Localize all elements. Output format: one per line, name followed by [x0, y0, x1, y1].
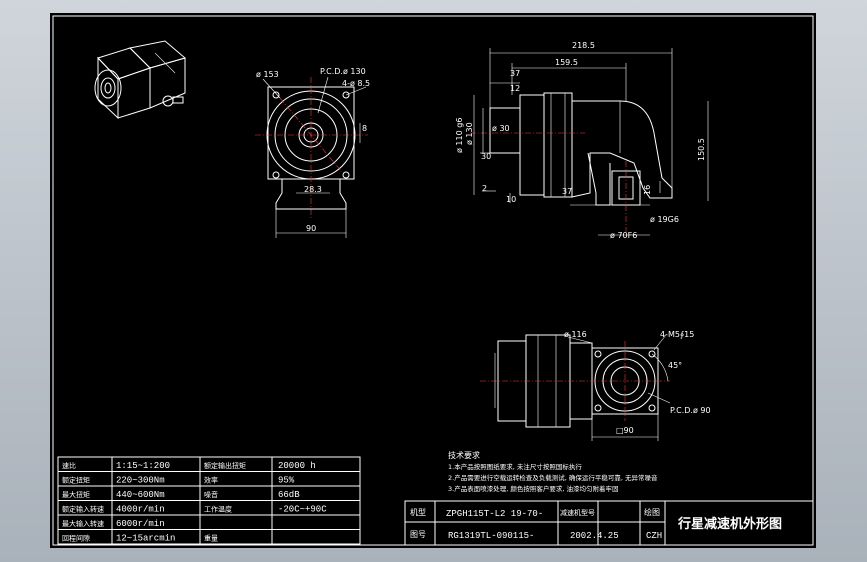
side-body-length-label: 159.5 — [555, 58, 578, 67]
drawing-canvas: ø 153 P.C.D.ø 130 4-ø 8.5 28.3 90 8 — [52, 15, 814, 546]
bottom-holes-label: 4-M5∮15 — [660, 330, 694, 339]
spec-cell: -20C~+90C — [278, 505, 327, 515]
tb-date: 2002.4.25 — [570, 531, 619, 541]
spec-cell: 95% — [278, 476, 295, 486]
spec-cell: 66dB — [278, 490, 300, 500]
spec-cell: 1:15~1:200 — [116, 461, 170, 471]
notes-line: 2.产品需要进行空载运转检查及负载测试, 确保运行平稳可靠, 无异常噪音 — [448, 473, 658, 482]
spec-cell: 6000r/min — [116, 519, 165, 529]
tb-type-label: 减速机型号 — [560, 508, 595, 517]
technical-notes: 技术要求 1.本产品按照图纸要求, 未注尺寸按照国标执行 2.产品需要进行空载运… — [448, 450, 658, 493]
tb-model-label: 机型 — [410, 507, 426, 517]
spec-cell: 4000r/min — [116, 505, 165, 515]
side-bore-label: ø 19G6 — [650, 215, 679, 224]
spec-cell: 重量 — [204, 535, 218, 543]
side-h16-label: 16 — [643, 185, 652, 195]
side-dia-a-label: ø 110 g6 — [455, 118, 464, 153]
side-flange-thk-label: 12 — [510, 84, 520, 93]
spec-cell: 额定扭矩 — [62, 476, 90, 485]
bottom-pcd-label: P.C.D.ø 90 — [670, 406, 711, 415]
tb-model-value: ZPGH115T-L2 19-70- — [446, 509, 543, 519]
tb-drawer: CZH — [646, 531, 662, 541]
side-height-label: 150.5 — [697, 138, 706, 161]
tb-drawing-title: 行星减速机外形图 — [677, 516, 782, 532]
side-dia-c-label: ø 30 — [492, 124, 510, 133]
notes-line: 3.产品表面喷漆处理, 颜色按照客户要求, 油漆均匀附着牢固 — [448, 484, 618, 493]
spec-cell: 220~300Nm — [116, 476, 165, 486]
spec-cell: 额定输入转速 — [62, 505, 104, 514]
side-gap-2-label: 2 — [482, 184, 487, 193]
side-overall-length-label: 218.5 — [572, 41, 595, 50]
notes-title: 技术要求 — [448, 450, 480, 460]
spec-cell: 噪音 — [204, 490, 218, 499]
bottom-angle-label: 45° — [668, 361, 682, 370]
front-holes-label: 4-ø 8.5 — [342, 79, 370, 88]
drawing-sheet: ø 153 P.C.D.ø 130 4-ø 8.5 28.3 90 8 — [50, 13, 816, 548]
front-foot-width-label: 90 — [306, 224, 316, 233]
spec-cell: 最大扭矩 — [62, 490, 90, 499]
front-pcd-label: P.C.D.ø 130 — [320, 67, 366, 76]
spec-cell: 回程间隙 — [62, 534, 90, 543]
side-shaft-length2-label: 30 — [481, 152, 491, 161]
bottom-view: ø 116 4-M5∮15 45° P.C.D.ø 90 □90 — [480, 330, 711, 441]
bottom-flange-dia-label: ø 116 — [564, 330, 587, 339]
side-dia-b-label: ø 130 — [465, 122, 474, 145]
spec-cell: 效率 — [204, 476, 218, 485]
tb-drawing-no-label: 图号 — [410, 530, 426, 539]
side-view: 218.5 159.5 37 12 ø 110 g6 ø 130 ø 30 30… — [455, 41, 709, 240]
tb-draw-label: 绘图 — [644, 507, 660, 517]
front-key-offset-label: 28.3 — [304, 185, 322, 194]
spec-cell: 最大输入转速 — [62, 519, 104, 528]
front-side-dim-label: 8 — [362, 124, 367, 133]
spec-cell: 速比 — [62, 461, 76, 470]
side-gap-37-label: 37 — [562, 187, 572, 196]
front-dia-outer-label: ø 153 — [256, 70, 279, 79]
title-block: 机型 ZPGH115T-L2 19-70- 减速机型号 绘图 图号 RG1319… — [404, 500, 814, 546]
spec-cell: 440~600Nm — [116, 490, 165, 500]
notes-line: 1.本产品按照图纸要求, 未注尺寸按照国标执行 — [448, 462, 582, 471]
bottom-square-label: □90 — [616, 426, 634, 435]
isometric-view — [94, 40, 187, 120]
spec-cell: 20000 h — [278, 461, 316, 471]
front-view: ø 153 P.C.D.ø 130 4-ø 8.5 28.3 90 8 — [255, 67, 370, 238]
side-gap-10-label: 10 — [506, 195, 516, 204]
side-pilot-label: ø 70F6 — [610, 231, 637, 240]
tb-drawing-no-value: RG1319TL-090115- — [448, 531, 534, 541]
spec-table: 速比 1:15~1:200 额定输出扭矩 20000 h 额定扭矩 220~300Nm 效率… — [57, 456, 361, 545]
spec-cell: 额定输出扭矩 — [204, 461, 246, 470]
spec-cell: 12~15arcmin — [116, 534, 175, 544]
spec-cell: 工作温度 — [204, 505, 232, 514]
side-shaft-len-label: 37 — [510, 69, 520, 78]
